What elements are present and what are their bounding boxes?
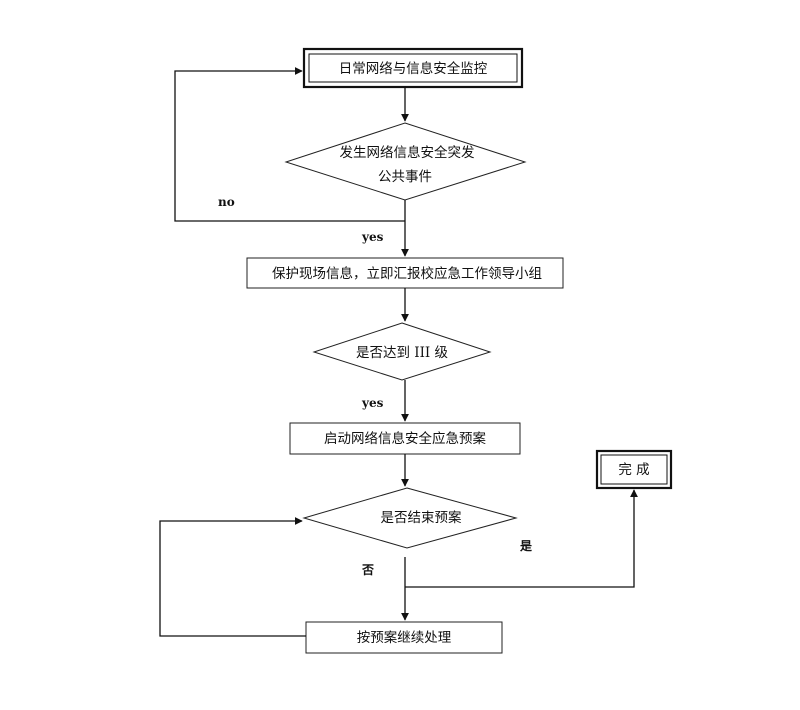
incident-label-line2: 公共事件: [378, 169, 432, 185]
loop-no-to-monitor: [174, 67, 405, 222]
protect-report-node: 保护现场信息，立即汇报校应急工作领导小组: [246, 257, 564, 289]
monitor-label: 日常网络与信息安全监控: [339, 60, 488, 77]
monitor-node: 日常网络与信息安全监控: [302, 47, 524, 89]
level-decision: 是否达到 III 级: [312, 322, 492, 381]
arrow-yes-to-done: [405, 489, 638, 588]
incident-decision: 发生网络信息安全突发 公共事件: [284, 122, 527, 201]
done-node: 完 成: [595, 449, 673, 490]
end-label: 是否结束预案: [381, 509, 462, 526]
end-decision: 是否结束预案: [302, 487, 518, 549]
continue-node: 按预案继续处理: [305, 621, 503, 654]
protect-report-label: 保护现场信息，立即汇报校应急工作领导小组: [272, 265, 542, 282]
continue-label: 按预案继续处理: [357, 629, 452, 646]
branch-shi-label: 是: [519, 539, 533, 553]
level-label: 是否达到 III 级: [356, 345, 449, 361]
branch-fou-label: 否: [361, 563, 374, 577]
loop-continue-to-end: [159, 517, 306, 637]
incident-label-line1: 发生网络信息安全突发: [340, 144, 475, 161]
launch-plan-node: 启动网络信息安全应急预案: [289, 422, 521, 455]
launch-plan-label: 启动网络信息安全应急预案: [324, 430, 486, 447]
branch-yes-label-2: yes: [361, 396, 384, 410]
done-label: 完 成: [618, 462, 649, 478]
branch-no-label: no: [218, 195, 235, 209]
branch-yes-label-1: yes: [361, 230, 384, 244]
